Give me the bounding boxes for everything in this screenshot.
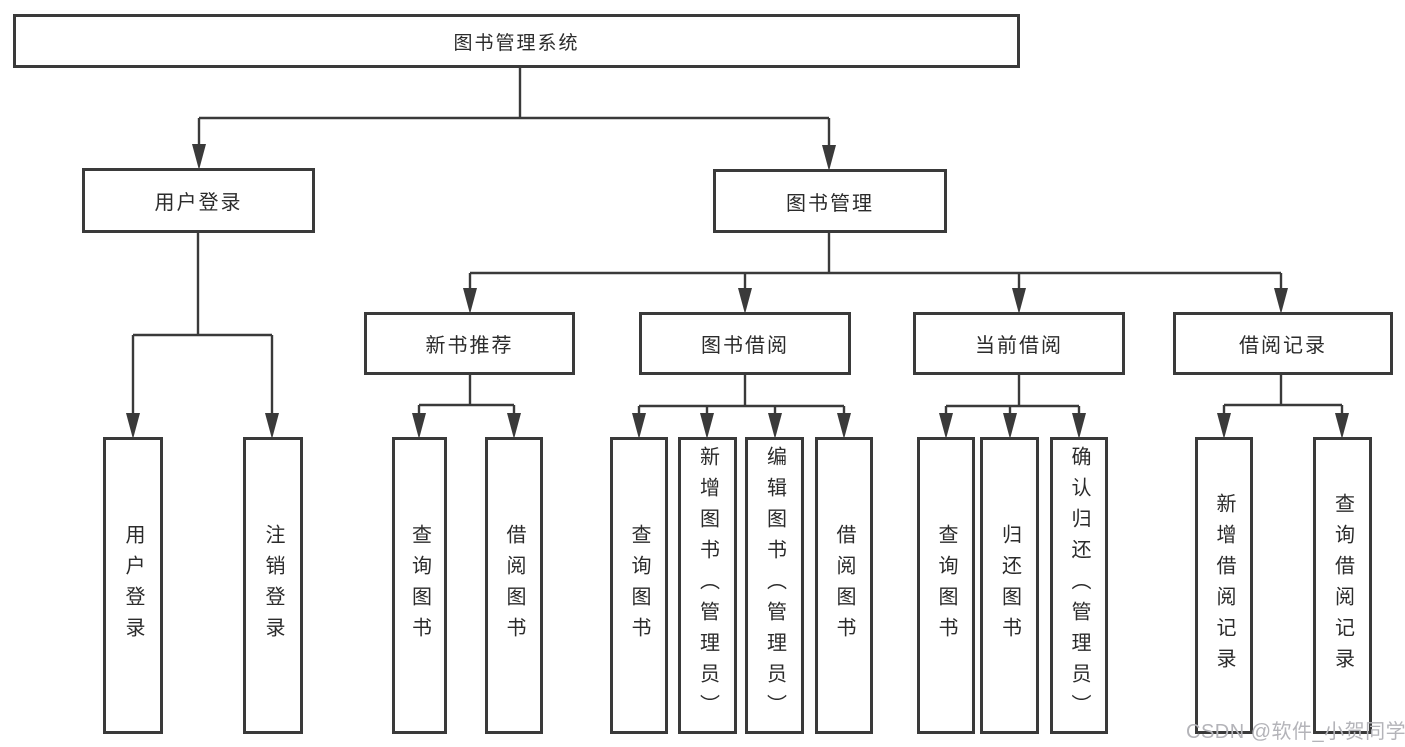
arrow-down-icon	[768, 413, 782, 439]
arrow-down-icon	[700, 413, 714, 439]
leaf-add-borrow-record: 新增借阅记录	[1195, 437, 1253, 734]
leaf-logout: 注销登录	[243, 437, 303, 734]
arrow-down-icon	[1335, 413, 1349, 439]
leaf-query-borrow-record: 查询借阅记录	[1313, 437, 1372, 734]
node-label: 用户登录	[154, 192, 243, 214]
node-label: 查询图书	[935, 523, 957, 648]
node-label: 借阅记录	[1239, 335, 1327, 357]
arrow-down-icon	[507, 413, 521, 439]
leaf-query-books-recommend: 查询图书	[392, 437, 447, 734]
node-label: 借阅图书	[503, 523, 525, 648]
node-label: 归还图书	[998, 523, 1021, 648]
node-label: 确认归还（管理员）	[1068, 446, 1090, 725]
arrow-down-icon	[632, 413, 646, 439]
arrow-down-icon	[265, 413, 279, 439]
arrow-down-icon	[126, 413, 140, 439]
arrow-down-icon	[1012, 288, 1026, 314]
leaf-edit-book-admin: 编辑图书（管理员）	[745, 437, 804, 734]
node-label: 注销登录	[262, 523, 284, 648]
leaf-add-book-admin: 新增图书（管理员）	[678, 437, 737, 734]
leaf-query-books-current: 查询图书	[917, 437, 975, 734]
arrow-down-icon	[1003, 413, 1017, 439]
arrow-down-icon	[1274, 288, 1288, 314]
node-label: 用户登录	[122, 523, 144, 648]
node-borrow-record: 借阅记录	[1173, 312, 1393, 375]
arrow-down-icon	[1217, 413, 1231, 439]
arrow-down-icon	[463, 288, 477, 314]
leaf-borrow-books: 借阅图书	[815, 437, 873, 734]
node-user-login: 用户登录	[82, 168, 315, 233]
arrow-down-icon	[738, 288, 752, 314]
node-current-borrow: 当前借阅	[913, 312, 1125, 375]
leaf-query-books-borrow: 查询图书	[610, 437, 668, 734]
node-label: 查询借阅记录	[1331, 492, 1354, 679]
node-label: 新增图书（管理员）	[696, 446, 719, 725]
node-label: 借阅图书	[833, 523, 855, 648]
arrow-down-icon	[939, 413, 953, 439]
node-label: 新书推荐	[425, 335, 514, 357]
node-label: 新增借阅记录	[1213, 492, 1235, 679]
node-label: 编辑图书（管理员）	[763, 446, 786, 725]
arrow-down-icon	[822, 145, 836, 171]
arrow-down-icon	[192, 144, 206, 170]
leaf-user-login: 用户登录	[103, 437, 163, 734]
node-label: 图书管理系统	[453, 32, 580, 54]
node-root: 图书管理系统	[13, 14, 1020, 68]
node-label: 图书借阅	[701, 335, 789, 357]
node-label: 查询图书	[628, 523, 650, 648]
node-book-management: 图书管理	[713, 169, 947, 233]
node-label: 当前借阅	[975, 335, 1063, 357]
watermark: CSDN @软件_小贺同学	[1186, 721, 1405, 743]
node-label: 查询图书	[408, 523, 431, 648]
node-label: 图书管理	[786, 192, 874, 215]
leaf-return-book: 归还图书	[980, 437, 1039, 734]
arrow-down-icon	[837, 413, 851, 439]
leaf-confirm-return-admin: 确认归还（管理员）	[1050, 437, 1108, 734]
leaf-borrow-books-recommend: 借阅图书	[485, 437, 543, 734]
node-new-book-recommend: 新书推荐	[364, 312, 575, 375]
arrow-down-icon	[1072, 413, 1086, 439]
arrow-down-icon	[412, 413, 426, 439]
node-book-borrow: 图书借阅	[639, 312, 851, 375]
